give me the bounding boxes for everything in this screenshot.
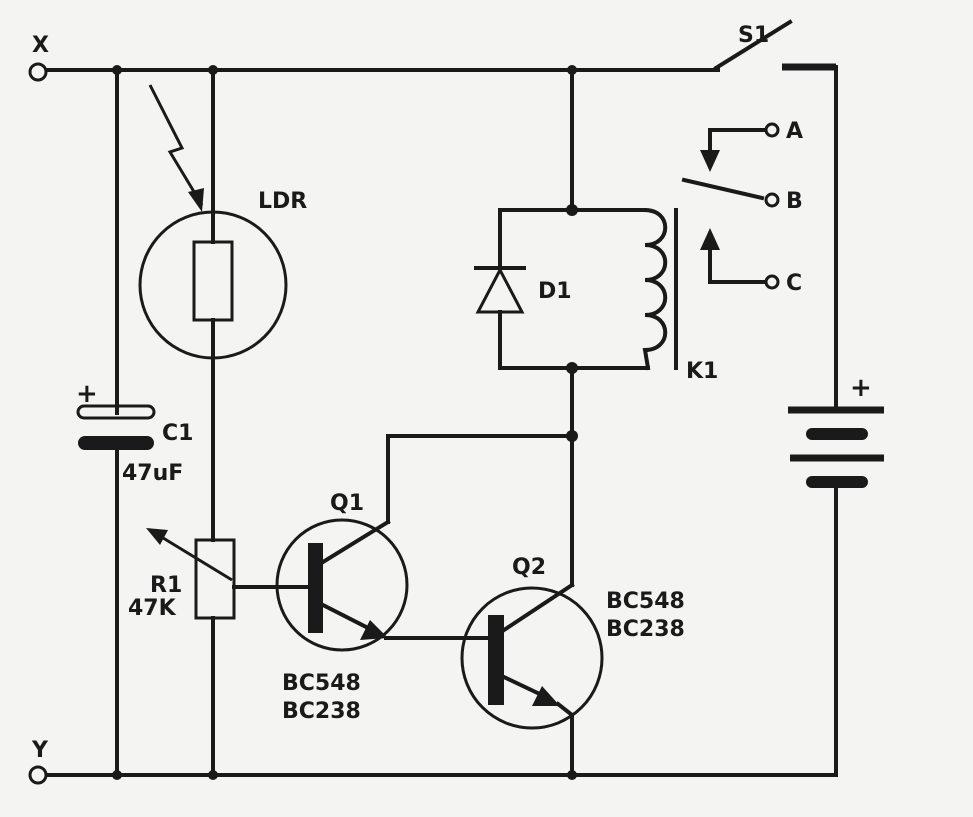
contact-c-label: C (786, 271, 802, 296)
q1-part1: BC548 (282, 671, 361, 696)
diode-d1 (474, 68, 578, 374)
battery (788, 65, 884, 777)
relay-k1 (570, 122, 780, 371)
potentiometer-value: 47K (128, 596, 177, 621)
capacitor-name: C1 (162, 421, 193, 446)
transistor-q2 (460, 582, 604, 777)
terminal-x-label: X (32, 33, 49, 58)
contact-a-label: A (786, 119, 803, 144)
q2-part1: BC548 (606, 589, 685, 614)
bottom-rail (28, 765, 838, 785)
capacitor-polarity: + (76, 379, 98, 409)
q1-part2: BC238 (282, 699, 361, 724)
contact-b-label: B (786, 189, 803, 214)
potentiometer-r1 (146, 528, 280, 777)
terminal-y (28, 765, 48, 785)
q1-name: Q1 (330, 491, 364, 516)
ldr (138, 68, 288, 542)
capacitor-c1 (76, 68, 156, 777)
battery-polarity: + (850, 373, 872, 403)
collector-wiring (386, 366, 578, 587)
switch-s1 (713, 19, 836, 71)
q2-part2: BC238 (606, 617, 685, 642)
transistor-q1 (275, 434, 472, 652)
top-rail (28, 62, 720, 82)
diode-label: D1 (538, 279, 572, 304)
terminal-y-label: Y (31, 738, 49, 763)
relay-label: K1 (686, 359, 718, 384)
switch-label: S1 (738, 23, 769, 48)
q2-name: Q2 (512, 555, 546, 580)
terminal-x (28, 62, 48, 82)
ldr-label: LDR (258, 189, 307, 214)
potentiometer-name: R1 (150, 573, 182, 598)
capacitor-value: 47uF (122, 461, 183, 486)
